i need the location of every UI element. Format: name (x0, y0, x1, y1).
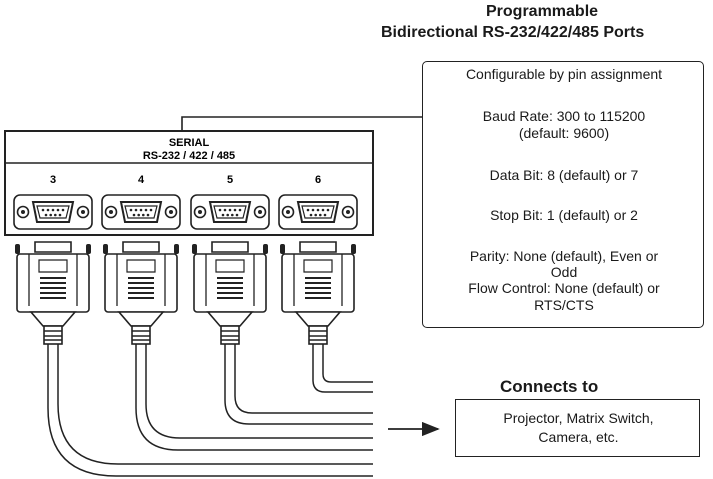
destination-line-2: Camera, etc. (538, 429, 619, 445)
spec-parity-line-1: Parity: None (default), Even or (469, 248, 659, 264)
db9-plug-6 (280, 241, 356, 345)
spec-leader-line (181, 116, 422, 133)
spec-flow-line-1: Flow Control: None (default) or (468, 280, 660, 296)
cable-4 (135, 344, 373, 451)
port-label-6: 6 (315, 174, 321, 186)
port-label-3: 3 (50, 174, 56, 186)
connects-heading: Connects to (500, 377, 599, 396)
spec-data-bit: Data Bit: 8 (default) or 7 (489, 167, 639, 183)
cable-6 (312, 344, 373, 393)
port-label-5: 5 (227, 174, 233, 186)
spec-pins: Configurable by pin assignment (465, 66, 663, 82)
db9-plug-4 (103, 241, 179, 345)
spec-stop-bit: Stop Bit: 1 (default) or 2 (490, 207, 638, 223)
panel-title: SERIAL (169, 137, 210, 149)
spec-flow-line-2: RTS/CTS (534, 297, 594, 313)
cable-5 (224, 344, 373, 425)
spec-box: Configurable by pin assignment Baud Rate… (422, 61, 704, 328)
db9-plug-5 (192, 241, 268, 345)
spec-baud-line-2: (default: 9600) (518, 125, 610, 141)
db9-port-4 (101, 194, 181, 230)
spec-parity-line-2: Odd (550, 264, 578, 280)
db9-port-6 (278, 194, 358, 230)
destination-line-1: Projector, Matrix Switch, (503, 410, 654, 426)
spec-baud-line-1: Baud Rate: 300 to 115200 (482, 108, 646, 124)
db9-plug-3 (15, 241, 91, 345)
destination-box: Projector, Matrix Switch, Camera, etc. (455, 399, 700, 457)
header-line-1: Programmable (486, 3, 599, 20)
panel-subtitle: RS-232 / 422 / 485 (143, 150, 235, 162)
cable-3 (47, 344, 373, 477)
db9-port-5 (190, 194, 270, 230)
db9-port-3 (13, 194, 93, 230)
port-label-4: 4 (138, 174, 145, 186)
header-line-2: Bidirectional RS-232/422/485 Ports (381, 24, 645, 41)
